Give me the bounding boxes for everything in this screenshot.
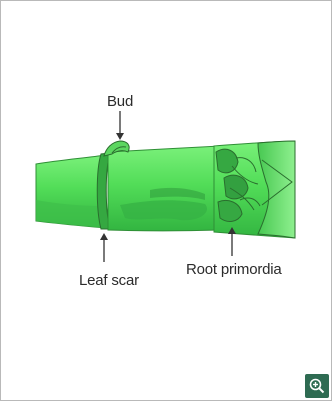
bud-pointer-arrowhead: [116, 133, 124, 140]
zoom-in-icon: [305, 374, 329, 398]
stem-middle-segment: [108, 146, 220, 231]
stem-left-segment: [36, 155, 106, 228]
zoom-button[interactable]: [305, 374, 329, 398]
leaf-scar-pointer-arrowhead: [100, 233, 108, 240]
label-leaf-scar: Leaf scar: [79, 272, 139, 289]
label-bud: Bud: [107, 93, 133, 110]
label-root-primordia: Root primordia: [186, 261, 282, 278]
